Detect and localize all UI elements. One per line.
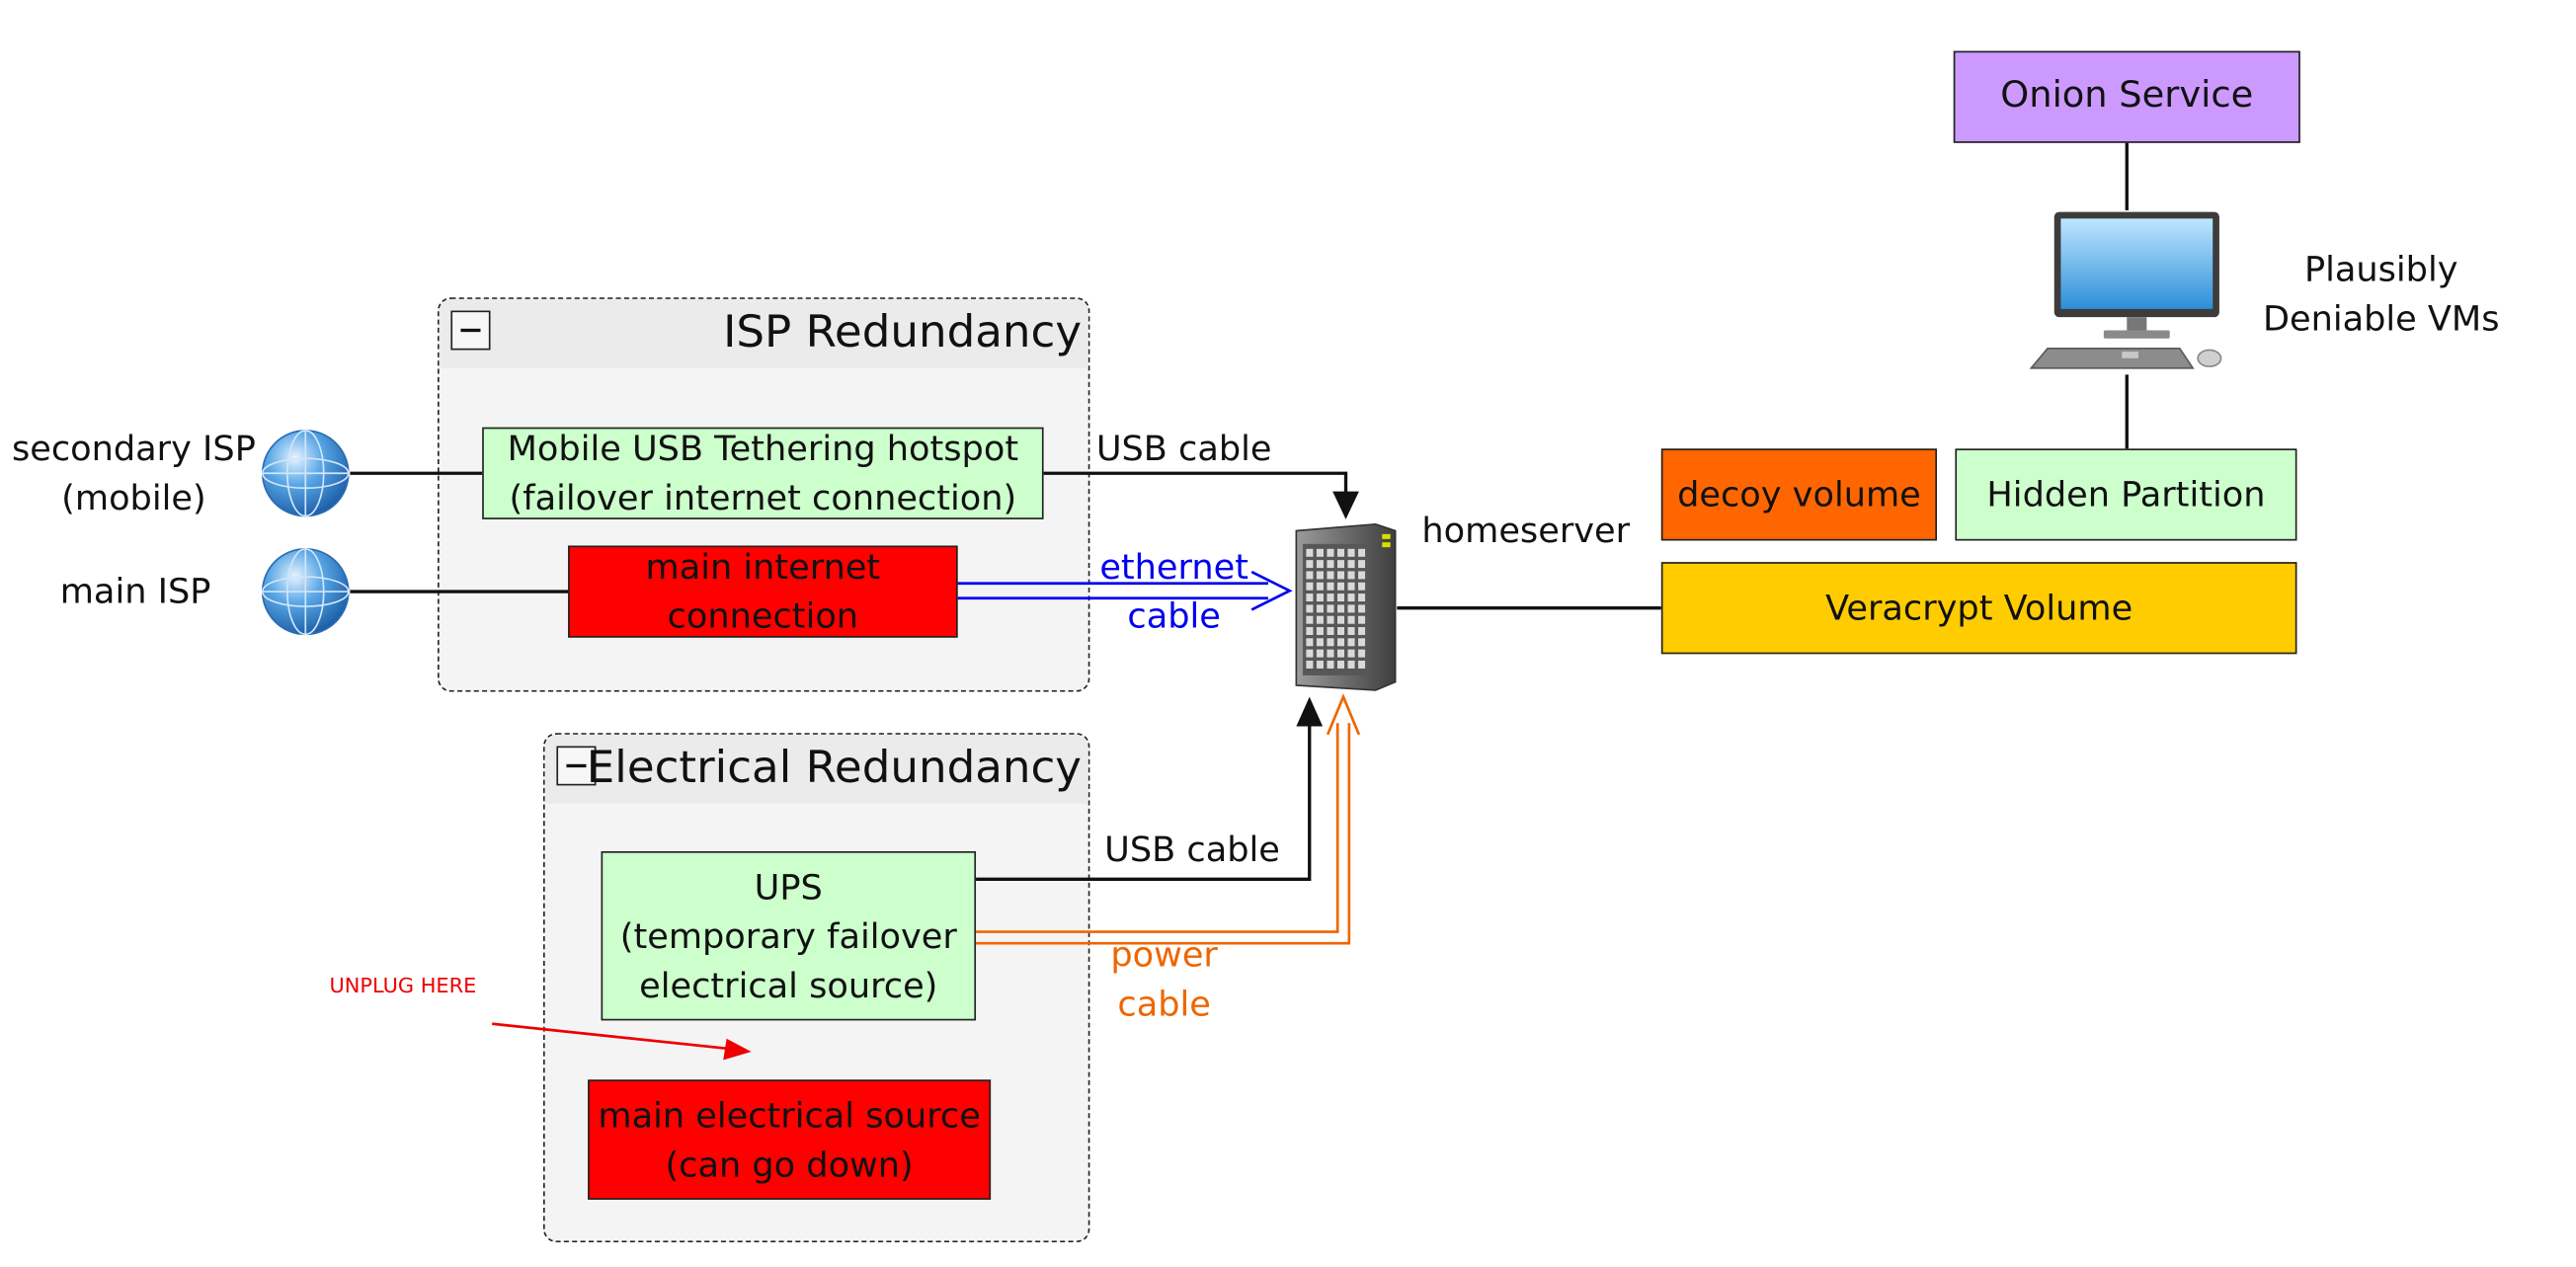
vms-label: Plausibly Deniable VMs [2262, 249, 2500, 339]
mobile-tethering-box: Mobile USB Tethering hotspot (failover i… [482, 427, 1044, 519]
collapse-icon[interactable] [450, 310, 491, 351]
main-electrical-box: main electrical source (can go down) [588, 1079, 992, 1200]
main-internet-box: main internet connection [568, 545, 958, 638]
main-isp-label: main ISP [59, 572, 211, 612]
power-arrowhead [1326, 693, 1361, 736]
group-title: ISP Redundancy [723, 307, 1083, 358]
onion-service-box: Onion Service [1953, 50, 2300, 143]
hidden-partition-box: Hidden Partition [1955, 448, 2297, 541]
homeserver-label: homeserver [1421, 511, 1631, 551]
power-cable-label: power cable [1110, 934, 1218, 1024]
server-icon [1295, 523, 1397, 691]
globe-icon [261, 547, 350, 636]
secondary-isp-label: secondary ISP (mobile) [11, 429, 256, 518]
unplug-here-label: UNPLUG HERE [329, 973, 477, 998]
usb-cable-bottom-label: USB cable [1104, 830, 1280, 870]
usb-cable-top-arrowhead [1332, 491, 1359, 519]
group-header [439, 298, 1088, 368]
ethernet-cable-label: ethernet cable [1099, 547, 1248, 637]
collapse-icon[interactable] [556, 746, 597, 786]
unplug-arrowhead [723, 1038, 752, 1061]
decoy-volume-box: decoy volume [1660, 448, 1938, 541]
group-header [544, 734, 1088, 804]
usb-cable-top-line [1041, 471, 1348, 497]
veracrypt-volume-box: Veracrypt Volume [1660, 562, 2297, 655]
group-title: Electrical Redundancy [586, 743, 1083, 794]
ups-box: UPS (temporary failover electrical sourc… [601, 851, 977, 1021]
globe-icon [261, 430, 350, 517]
ethernet-arrowhead [1250, 570, 1293, 611]
usb-cable-bottom-line [976, 723, 1312, 881]
usb-cable-bottom-arrowhead [1296, 696, 1324, 727]
computer-icon [2029, 211, 2222, 369]
usb-cable-top-label: USB cable [1095, 429, 1272, 469]
